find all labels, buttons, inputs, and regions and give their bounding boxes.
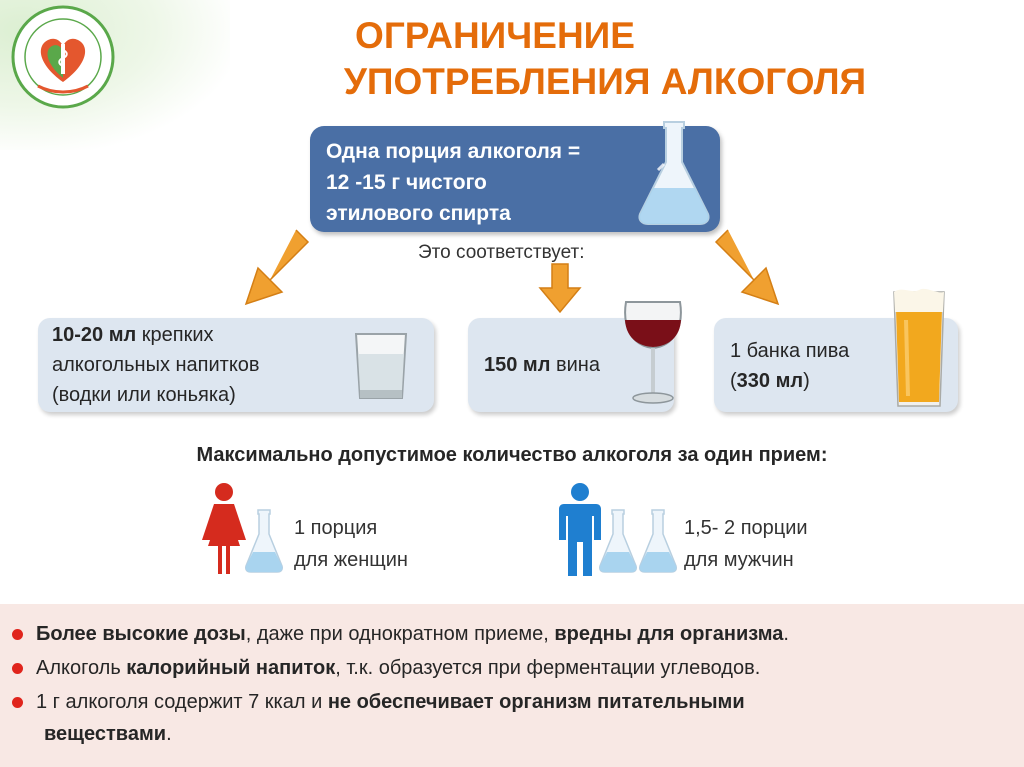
wine-text-rest: вина bbox=[550, 354, 600, 376]
fact-1-bold-1: Более высокие дозы bbox=[36, 623, 246, 645]
beer-paren-close: ) bbox=[803, 370, 810, 392]
portion-line-3: этилового спирта bbox=[326, 202, 511, 225]
spirits-amount: 10-20 мл bbox=[52, 324, 137, 346]
facts-band bbox=[0, 604, 1024, 767]
spirits-line-3: (водки или коньяка) bbox=[52, 384, 236, 406]
men-dose-line-1: 1,5- 2 порции bbox=[684, 517, 808, 539]
fact-item-2: Алкоголь калорийный напиток, т.к. образу… bbox=[10, 652, 1014, 684]
men-dose-label: 1,5- 2 порции для мужчин bbox=[684, 512, 808, 576]
men-dose-line-2: для мужчин bbox=[684, 549, 794, 571]
spirits-equivalent-box: 10-20 мл крепких алкогольных напитков (в… bbox=[38, 318, 434, 412]
title-line-1: ОГРАНИЧЕНИЕ bbox=[355, 15, 635, 56]
woman-icon bbox=[202, 483, 246, 574]
beer-text: 1 банка пива (330 мл) bbox=[730, 336, 900, 396]
fact-3-bold-1: не обеспечивает организм питательными bbox=[327, 691, 745, 713]
fact-item-1: Более высокие дозы, даже при однократном… bbox=[10, 618, 1014, 650]
wine-text: 150 мл вина bbox=[484, 350, 634, 380]
beer-line-1: 1 банка пива bbox=[730, 340, 850, 362]
fact-1-bold-2: вредны для организма bbox=[554, 623, 784, 645]
fact-2-text-2: , т.к. образуется при ферментации углево… bbox=[335, 657, 761, 679]
women-dose-line-1: 1 порция bbox=[294, 517, 378, 539]
fact-3-text-2: . bbox=[166, 723, 172, 745]
fact-2-text-1: Алкоголь bbox=[36, 657, 127, 679]
fact-1-text-2: . bbox=[783, 623, 789, 645]
women-dose-label: 1 порция для женщин bbox=[294, 512, 408, 576]
arrow-down-icon bbox=[538, 263, 582, 314]
fact-item-3: 1 г алкоголя содержит 7 ккал и не обеспе… bbox=[10, 686, 1014, 750]
medical-prevention-logo bbox=[11, 5, 115, 109]
wine-amount: 150 мл bbox=[484, 354, 551, 376]
fact-3-bold-2: веществами bbox=[44, 723, 167, 745]
flask-icon bbox=[638, 121, 710, 225]
facts-list: Более высокие дозы, даже при однократном… bbox=[10, 618, 1014, 752]
flask-icon-men-1 bbox=[599, 509, 637, 573]
spirits-text-rest: крепких bbox=[136, 324, 214, 346]
fact-2-bold-1: калорийный напиток bbox=[126, 657, 336, 679]
portion-definition-text: Одна порция алкоголя = 12 -15 г чистого … bbox=[326, 136, 646, 229]
beer-paren-open: ( bbox=[730, 370, 737, 392]
flask-icon-women-1 bbox=[245, 509, 283, 573]
corresponds-label: Это соответствует: bbox=[418, 242, 585, 263]
women-dose-line-2: для женщин bbox=[294, 549, 408, 571]
beer-glass-icon bbox=[893, 288, 945, 407]
spirits-line-2: алкогольных напитков bbox=[52, 354, 260, 376]
spirits-text: 10-20 мл крепких алкогольных напитков (в… bbox=[52, 320, 352, 410]
fact-1-text-1: , даже при однократном приеме, bbox=[245, 623, 555, 645]
beer-amount: 330 мл bbox=[736, 370, 804, 392]
portion-line-1: Одна порция алкоголя = bbox=[326, 140, 581, 163]
wine-glass-icon bbox=[624, 301, 682, 404]
fact-3-text-1: 1 г алкоголя содержит 7 ккал и bbox=[36, 691, 328, 713]
flask-icon-men-2 bbox=[639, 509, 677, 573]
arrow-left-icon bbox=[244, 229, 310, 306]
max-amount-heading: Максимально допустимое количество алкого… bbox=[196, 444, 828, 466]
arrow-right-icon bbox=[714, 229, 780, 306]
portion-line-2: 12 -15 г чистого bbox=[326, 171, 487, 194]
portion-definition-box: Одна порция алкоголя = 12 -15 г чистого … bbox=[310, 121, 720, 232]
title-line-2: УПОТРЕБЛЕНИЯ АЛКОГОЛЯ bbox=[343, 61, 867, 102]
shot-glass-icon bbox=[354, 333, 408, 399]
man-icon bbox=[559, 483, 601, 576]
